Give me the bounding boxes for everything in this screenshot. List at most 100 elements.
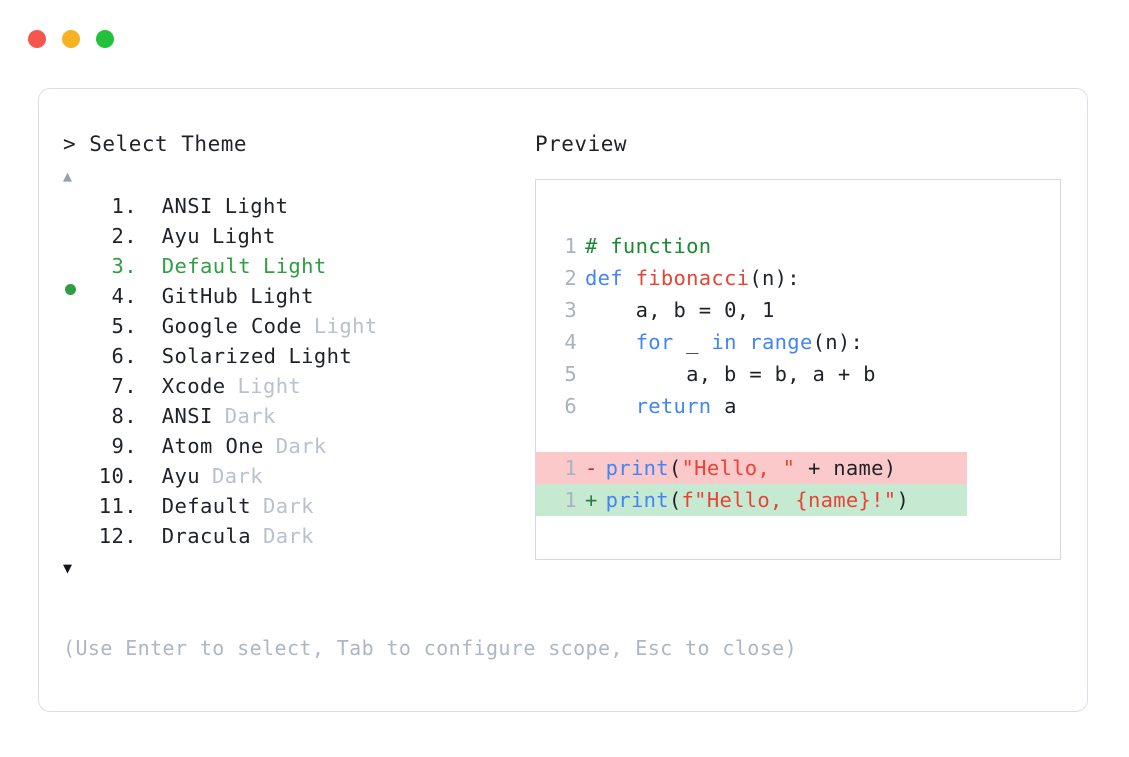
code-token: (n): (812, 330, 864, 354)
theme-item-mode: Light (313, 314, 378, 338)
theme-item-gap (137, 311, 162, 341)
code-token: print (605, 456, 669, 480)
theme-item-gap (137, 281, 162, 311)
diff-sign: + (585, 488, 598, 512)
code-token: 1 (762, 298, 775, 322)
theme-list-item[interactable]: 7. Xcode Light (63, 371, 533, 401)
theme-item-name: GitHub (161, 284, 239, 308)
theme-item-gap (137, 461, 162, 491)
code-token: a (711, 394, 737, 418)
window-close-button[interactable] (28, 30, 46, 48)
theme-item-gap (137, 251, 162, 281)
code-line-content: return a (585, 390, 737, 422)
theme-item-name: Atom One (161, 434, 264, 458)
code-line-content: a, b = 0, 1 (585, 294, 775, 326)
code-token: _ (673, 330, 712, 354)
theme-item-gap (137, 221, 162, 251)
theme-list-item[interactable]: 9. Atom One Dark (63, 431, 533, 461)
theme-item-gap (137, 491, 162, 521)
theme-item-number: 2. (111, 224, 137, 248)
code-token (585, 394, 636, 418)
diff-sign: - (585, 456, 598, 480)
theme-item-gap (137, 371, 162, 401)
code-line-content: a, b = b, a + b (585, 358, 876, 390)
theme-item-number: 9. (111, 434, 137, 458)
theme-item-name: Xcode (161, 374, 226, 398)
select-theme-prompt: > Select Theme (63, 132, 248, 156)
code-line-number: 5 (564, 362, 577, 386)
code-line-number: 6 (564, 394, 577, 418)
theme-list-item[interactable]: 4. GitHub Light (63, 281, 533, 311)
theme-item-mode: Light (262, 254, 327, 278)
code-token: a, b = b, a + b (585, 362, 876, 386)
theme-item-mode: Dark (262, 524, 314, 548)
keyboard-hint-text: (Use Enter to select, Tab to configure s… (63, 636, 798, 660)
code-line: 1 # function (555, 230, 1060, 262)
scroll-up-arrow-icon[interactable]: ▲ (63, 167, 73, 185)
scroll-down-arrow-icon[interactable]: ▼ (63, 559, 73, 577)
theme-item-gap (137, 521, 162, 551)
code-line-content: for _ in range(n): (585, 326, 863, 358)
theme-item-name: Solarized (161, 344, 277, 368)
theme-item-mode: Dark (275, 434, 327, 458)
theme-item-mode: Light (250, 284, 314, 308)
code-line-number: 2 (564, 266, 577, 290)
code-line-content: # function (585, 230, 711, 262)
theme-item-mode: Light (211, 224, 276, 248)
window-maximize-button[interactable] (96, 30, 114, 48)
theme-item-mode: Dark (262, 494, 314, 518)
code-token: def (585, 266, 636, 290)
theme-list-item[interactable]: 12. Dracula Dark (63, 521, 533, 551)
theme-item-name: ANSI (161, 404, 213, 428)
code-line-number: 4 (564, 330, 577, 354)
theme-item-number: 5. (111, 314, 137, 338)
code-token: 0 (724, 298, 737, 322)
theme-item-gap (137, 341, 162, 371)
window-minimize-button[interactable] (62, 30, 80, 48)
theme-list-item[interactable]: 2. Ayu Light (63, 221, 533, 251)
diff-added-line: 1+print(f"Hello, {name}!") (536, 484, 967, 516)
theme-item-mode: Light (224, 194, 289, 218)
diff-line-content: print("Hello, " + name) (606, 452, 897, 484)
theme-item-number: 3. (111, 254, 137, 278)
theme-item-number: 7. (111, 374, 137, 398)
theme-item-name: Ayu (161, 224, 200, 248)
code-line-number: 1 (564, 234, 577, 258)
theme-item-name: ANSI (161, 194, 213, 218)
theme-item-mode: Light (288, 344, 353, 368)
code-token: ) (896, 488, 910, 512)
code-line: 3 a, b = 0, 1 (555, 294, 1060, 326)
theme-item-number: 4. (111, 284, 137, 308)
code-token: "Hello, " (681, 456, 796, 480)
theme-list-item[interactable]: 5. Google Code Light (63, 311, 533, 341)
code-token: fibonacci (635, 266, 750, 290)
theme-item-mode: Light (237, 374, 302, 398)
theme-item-gap (137, 401, 162, 431)
theme-item-name: Google Code (161, 314, 302, 338)
code-token: , (736, 298, 763, 322)
code-token: # function (585, 234, 712, 258)
code-line-content: def fibonacci(n): (585, 262, 800, 294)
theme-item-mode: Dark (224, 404, 276, 428)
code-line: 2 def fibonacci(n): (555, 262, 1060, 294)
theme-item-gap (137, 431, 162, 461)
code-line: 6 return a (555, 390, 1060, 422)
theme-item-name: Dracula (161, 524, 251, 548)
diff-line-number: 1 (564, 456, 577, 480)
preview-label: Preview (535, 132, 628, 156)
code-token: print (605, 488, 669, 512)
diff-removed-line: 1-print("Hello, " + name) (536, 452, 967, 484)
theme-item-number: 12. (98, 524, 137, 548)
code-token: (n): (749, 266, 800, 290)
theme-item-number: 11. (98, 494, 137, 518)
